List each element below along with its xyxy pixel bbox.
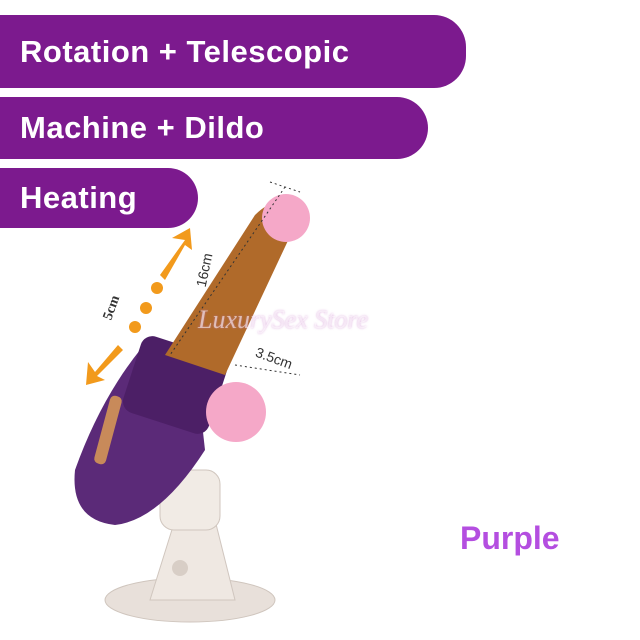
down-arrow-icon: [86, 345, 123, 385]
diameter-dim-line: [234, 364, 301, 376]
shaft: [165, 202, 300, 375]
length-dim-line: [169, 181, 301, 356]
color-option-label: Purple: [460, 520, 560, 556]
censor-circle: [262, 194, 310, 242]
censor-circle: [206, 382, 266, 442]
store-watermark: LuxurySex Store: [198, 305, 369, 334]
feature-banner-heating: Heating: [0, 168, 198, 228]
up-arrow-icon: [160, 228, 192, 280]
stroke-indicator: [86, 228, 192, 385]
feature-banner-rotation: Rotation + Telescopic: [0, 15, 466, 88]
feature-banner-machine: Machine + Dildo: [0, 97, 428, 159]
